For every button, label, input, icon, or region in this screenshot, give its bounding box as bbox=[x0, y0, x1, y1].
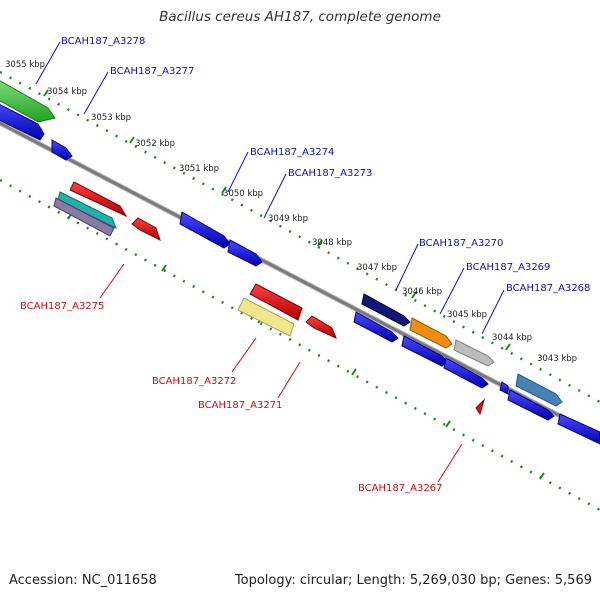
scale-ruler-lower bbox=[0, 178, 600, 512]
gene-red-large[interactable] bbox=[69, 181, 128, 218]
genome-title: Bacillus cereus AH187, complete genome bbox=[159, 9, 441, 25]
gene-steel[interactable] bbox=[515, 373, 563, 407]
tick-label: 3047 kbp bbox=[357, 263, 397, 273]
gene-blue-plus-5[interactable] bbox=[499, 381, 600, 445]
tick-label: 3045 kbp bbox=[447, 310, 487, 320]
tick-label: 3049 kbp bbox=[268, 214, 308, 224]
gene-A3277[interactable] bbox=[0, 102, 45, 141]
gene-A3271[interactable] bbox=[249, 283, 303, 321]
tick-label: 3053 kbp bbox=[91, 113, 131, 123]
gene-A3275[interactable] bbox=[53, 191, 117, 237]
gene-A3269[interactable] bbox=[409, 317, 453, 349]
gene-blue-plus-4[interactable] bbox=[353, 311, 489, 389]
gene-label-A3271[interactable]: BCAH187_A3271 bbox=[198, 400, 282, 411]
gene-label-A3273[interactable]: BCAH187_A3273 bbox=[288, 168, 372, 179]
gene-label-A3267[interactable]: BCAH187_A3267 bbox=[358, 483, 442, 494]
tick-label: 3043 kbp bbox=[537, 354, 577, 364]
tick-label: 3048 kbp bbox=[312, 238, 352, 248]
leader-lines-plus bbox=[35, 41, 505, 335]
gene-A3274[interactable] bbox=[179, 211, 231, 249]
gene-red-small[interactable] bbox=[131, 217, 161, 241]
tick-label: 3050 kbp bbox=[223, 189, 263, 199]
tick-label: 3052 kbp bbox=[135, 139, 175, 149]
gene-label-A3268[interactable]: BCAH187_A3268 bbox=[506, 283, 590, 294]
gene-label-A3272[interactable]: BCAH187_A3272 bbox=[152, 376, 236, 387]
tick-label: 3051 kbp bbox=[179, 164, 219, 174]
gene-A3268[interactable] bbox=[453, 339, 495, 367]
gene-label-A3274[interactable]: BCAH187_A3274 bbox=[250, 147, 334, 158]
gene-A3272[interactable] bbox=[237, 297, 295, 337]
gene-red-mid[interactable] bbox=[305, 315, 337, 339]
topology-text: Topology: circular; Length: 5,269,030 bp… bbox=[234, 573, 592, 588]
gene-A3273[interactable] bbox=[227, 239, 263, 267]
gene-label-A3275[interactable]: BCAH187_A3275 bbox=[20, 301, 104, 312]
tick-label: 3055 kbp bbox=[5, 60, 45, 70]
tick-label: 3044 kbp bbox=[492, 333, 532, 343]
gene-A3278[interactable] bbox=[0, 78, 56, 123]
accession-text: Accession: NC_011658 bbox=[9, 573, 157, 588]
gene-A3267[interactable] bbox=[475, 398, 486, 416]
tick-label: 3054 kbp bbox=[47, 87, 87, 97]
gene-label-A3277[interactable]: BCAH187_A3277 bbox=[110, 66, 194, 77]
gene-A3270[interactable] bbox=[361, 293, 411, 327]
gene-blue-small[interactable] bbox=[51, 139, 73, 161]
gene-label-A3269[interactable]: BCAH187_A3269 bbox=[466, 262, 550, 273]
tick-label: 3046 kbp bbox=[402, 287, 442, 297]
gene-label-A3270[interactable]: BCAH187_A3270 bbox=[419, 238, 503, 249]
scale-ruler-upper bbox=[0, 70, 600, 404]
leader-lines-minus bbox=[99, 263, 463, 483]
gene-label-A3278[interactable]: BCAH187_A3278 bbox=[61, 36, 145, 47]
